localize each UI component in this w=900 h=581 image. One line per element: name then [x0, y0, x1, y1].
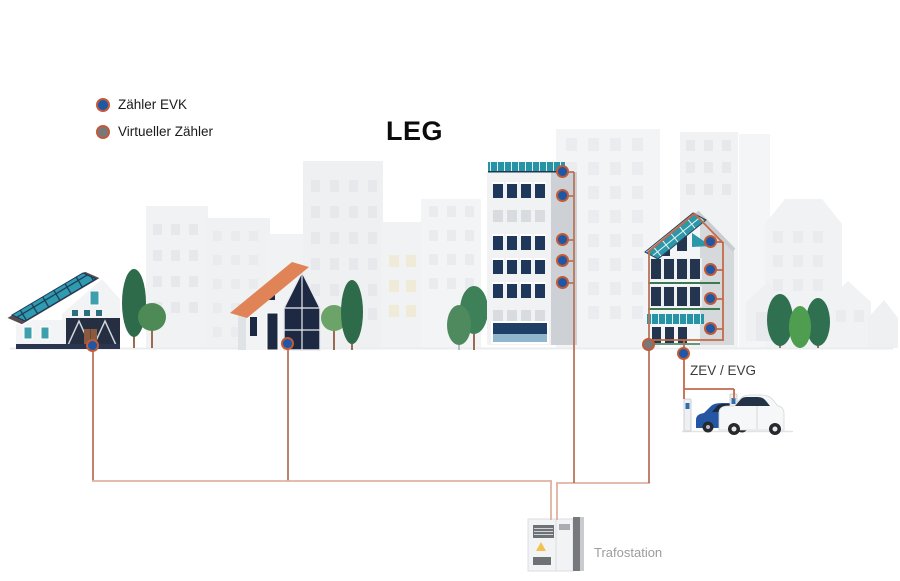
tower-building	[487, 162, 577, 345]
ev-charger-1	[683, 398, 692, 432]
solar-panels-icon	[488, 162, 565, 171]
tower-windows	[492, 182, 546, 322]
trafostation-label: Trafostation	[594, 545, 663, 560]
ev-charging-area	[682, 393, 793, 435]
solar-panels-icon	[644, 212, 707, 260]
trees-house-solar	[122, 269, 166, 348]
orange-roof	[230, 262, 309, 318]
virtual-meter-dot-icon	[96, 124, 110, 139]
diagram-title: LEG	[386, 116, 444, 146]
trees-tower	[447, 286, 488, 350]
legend-item-virtual: Virtueller Zähler	[96, 118, 213, 145]
solar-panels-icon	[10, 272, 98, 322]
house-solar	[4, 270, 124, 350]
legend-item-evk: Zähler EVK	[96, 91, 213, 118]
house-modern	[230, 262, 321, 351]
trafostation-cabinet	[527, 517, 584, 572]
warning-triangle-icon	[536, 542, 546, 551]
legend-label-evk: Zähler EVK	[118, 97, 188, 112]
balcony-solar-band	[647, 314, 704, 324]
car-white	[718, 394, 785, 435]
legend-label-virtual: Virtueller Zähler	[118, 124, 214, 139]
trees-background-right	[767, 294, 830, 348]
zev-evg-label: ZEV / EVG	[690, 363, 757, 378]
evk-meter-dot-icon	[96, 97, 110, 112]
trees-house-modern	[321, 280, 363, 350]
legend: Zähler EVK Virtueller Zähler	[96, 91, 213, 145]
